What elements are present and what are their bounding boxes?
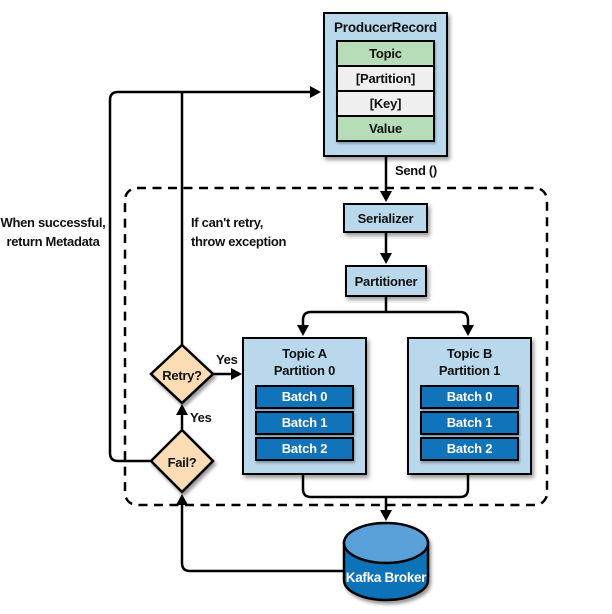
topic-a-batch-2: Batch 2 <box>255 437 354 461</box>
topic-a-queue-node: Topic A Partition 0 Batch 0 Batch 1 Batc… <box>242 337 367 475</box>
producer-boundary-dashed-box <box>123 186 549 507</box>
topic-a-batch-0: Batch 0 <box>255 385 354 409</box>
success-annotation-line2: return Metadata <box>6 234 100 249</box>
field-partition: [Partition] <box>336 65 435 92</box>
fail-decision-diamond <box>149 428 215 494</box>
broker-to-fail-connector <box>180 505 344 573</box>
serializer-to-partitioner-arrowhead-icon <box>380 253 392 264</box>
topic-a-batch-1: Batch 1 <box>255 411 354 435</box>
topic-b-batch-2: Batch 2 <box>420 437 519 461</box>
field-value: Value <box>336 115 435 142</box>
kafka-broker-label: Kafka Broker <box>345 570 427 585</box>
producer-record-rows: Topic [Partition] [Key] Value <box>336 40 435 142</box>
broker-arrowhead-icon <box>380 510 392 521</box>
throw-exception-line2: throw exception <box>191 234 287 249</box>
topic-b-batch-0: Batch 0 <box>420 385 519 409</box>
serializer-node: Serializer <box>343 203 428 233</box>
partitioner-split-connector <box>301 297 470 327</box>
fail-arrowhead-icon <box>176 494 188 505</box>
retry-decision-diamond <box>149 343 215 405</box>
producer-record-title: ProducerRecord <box>334 20 437 35</box>
partitioner-node: Partitioner <box>345 265 427 297</box>
field-topic: Topic <box>336 40 435 67</box>
topic-b-title-line1: Topic B <box>446 346 493 361</box>
retry-yes-label: Yes <box>216 352 238 367</box>
topic-b-arrowhead-icon <box>462 325 474 336</box>
retry-arrowhead-icon <box>176 404 188 415</box>
topic-a-title-line2: Partition 0 <box>273 363 336 378</box>
fail-decision-label: Fail? <box>167 455 197 470</box>
success-annotation-line1: When successful, <box>0 215 106 230</box>
send-arrowhead-icon <box>380 191 392 202</box>
topic-a-title-line1: Topic A <box>282 346 327 361</box>
throw-exception-line1: If can't retry, <box>191 215 264 230</box>
topic-b-title: Topic B Partition 1 <box>409 339 530 385</box>
topic-b-queue-node: Topic B Partition 1 Batch 0 Batch 1 Batc… <box>407 337 532 475</box>
field-key: [Key] <box>336 90 435 117</box>
topic-b-batch-1: Batch 1 <box>420 411 519 435</box>
topic-a-arrowhead-icon <box>297 325 309 336</box>
topic-a-title: Topic A Partition 0 <box>244 339 365 385</box>
return-metadata-connector <box>108 90 310 463</box>
throw-exception-annotation: If can't retry, throw exception <box>191 213 286 251</box>
fail-yes-label: Yes <box>190 410 212 425</box>
cylinder-top <box>342 521 430 565</box>
send-label: Send () <box>395 163 437 178</box>
success-annotation: When successful, return Metadata <box>0 213 106 251</box>
topic-b-title-line2: Partition 1 <box>438 363 501 378</box>
producer-record-arrowhead-icon <box>310 86 321 98</box>
producer-record-node: ProducerRecord Topic [Partition] [Key] V… <box>323 12 448 157</box>
retry-to-topic-a-arrowhead-icon <box>231 368 242 380</box>
queues-to-broker-connector <box>301 475 470 511</box>
kafka-broker-cylinder <box>342 521 430 602</box>
retry-decision-label: Retry? <box>162 368 202 383</box>
